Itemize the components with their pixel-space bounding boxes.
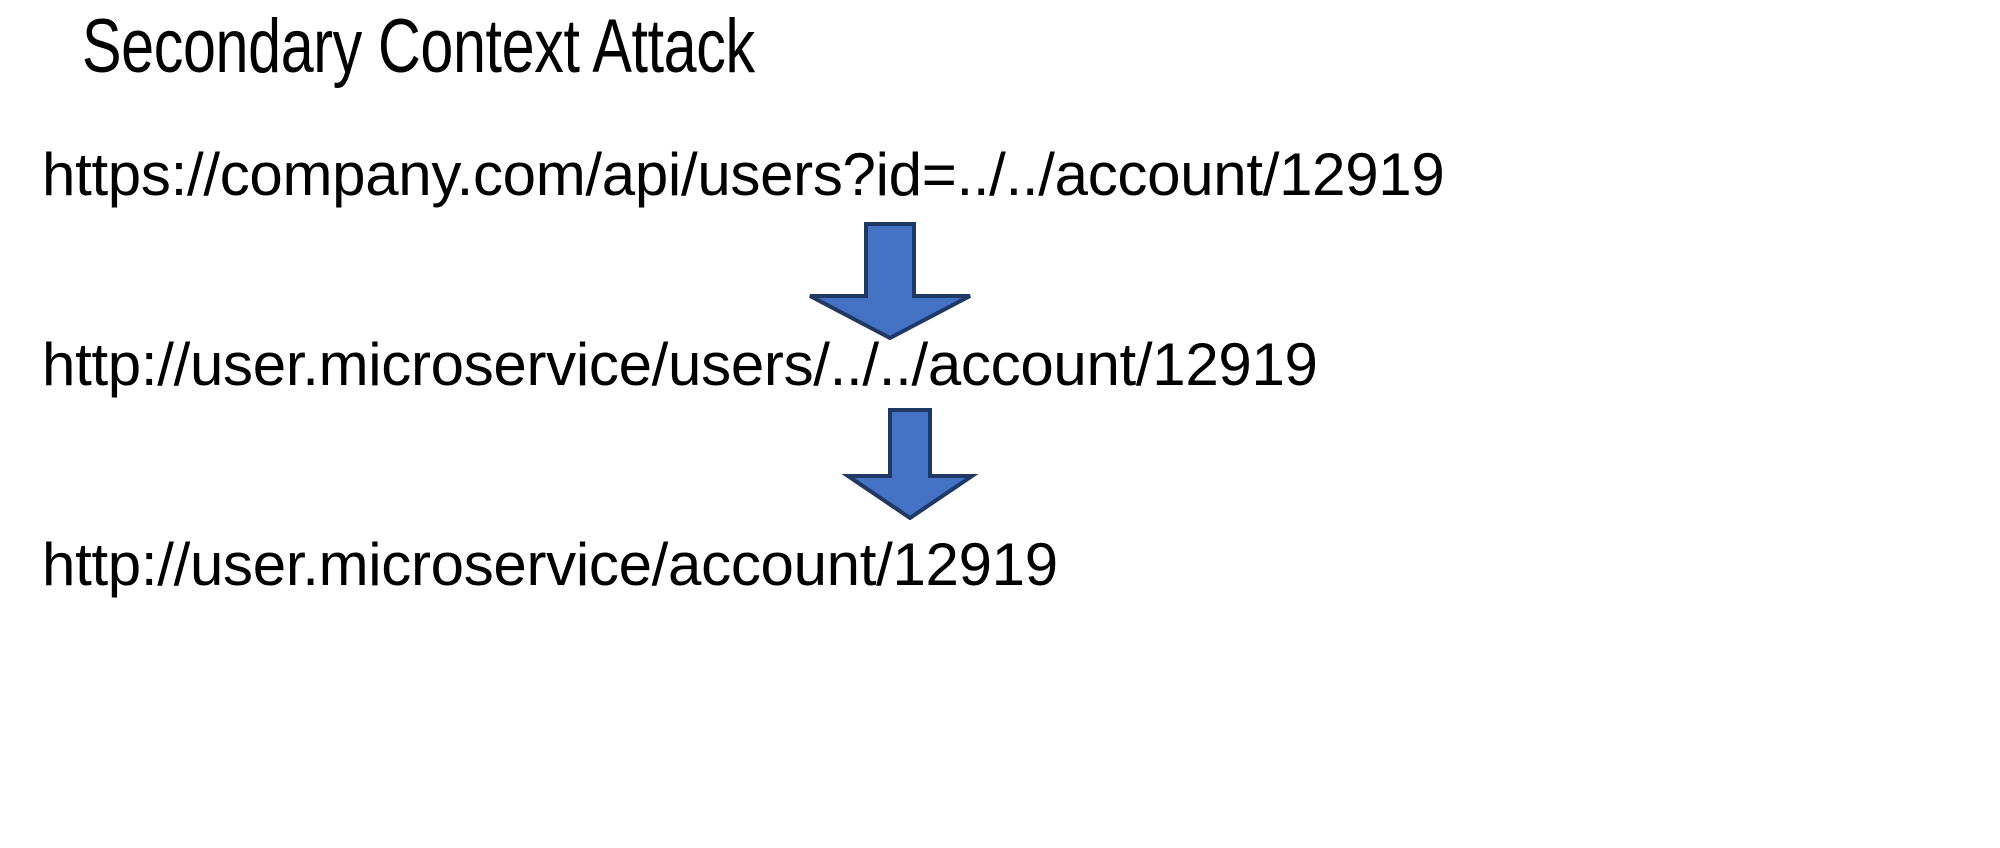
- page-title: Secondary Context Attack: [82, 4, 755, 89]
- down-arrow-icon: [800, 222, 980, 340]
- url-text-proxied-request: http://user.microservice/users/../../acc…: [42, 331, 1318, 398]
- down-arrow-icon: [840, 408, 980, 520]
- url-text-normalized-request: http://user.microservice/account/12919: [42, 531, 1058, 598]
- url-text-original-request: https://company.com/api/users?id=../../a…: [42, 141, 1445, 208]
